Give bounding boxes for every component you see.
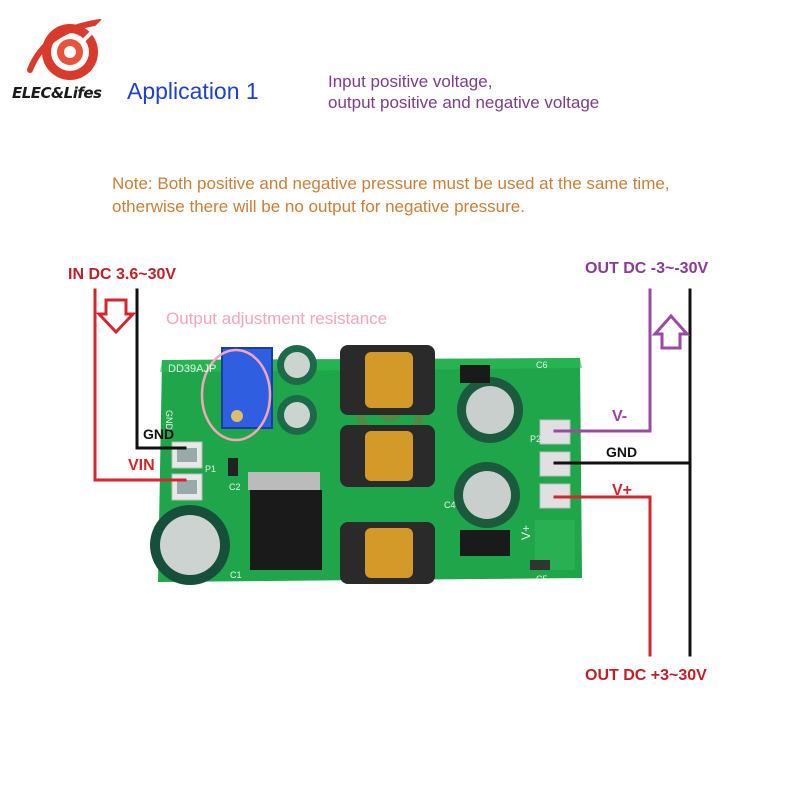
silk-c2: C2 [229, 482, 241, 492]
brand-logo-icon [27, 18, 106, 80]
arrow-down-icon [95, 298, 137, 335]
smd-part [530, 560, 550, 570]
board-model: DD39AJP [168, 363, 216, 375]
smd-part [228, 458, 238, 476]
subtitle-line-2: output positive and negative voltage [328, 93, 600, 112]
gnd-right-label: GND [606, 444, 638, 460]
silk-c1: C1 [230, 570, 242, 580]
vin-label: VIN [128, 457, 155, 474]
gnd-left-label: GND [143, 426, 175, 442]
adjustment-highlight-circle [200, 348, 272, 442]
arrow-up-icon [651, 313, 691, 350]
adjustment-label: Output adjustment resistance [166, 309, 388, 328]
silk-c5: C5 [536, 574, 548, 584]
silk-p1: P1 [205, 464, 216, 474]
large-capacitors [150, 377, 523, 585]
page-title: Application 1 [127, 78, 259, 104]
v-minus-label: V- [612, 408, 628, 425]
wires [93, 288, 692, 657]
logo-text: ELEC&Lifes [12, 84, 102, 102]
regulator-chip [248, 472, 322, 570]
silk-c4: C4 [444, 500, 456, 510]
silk-vplus: V+ [519, 525, 533, 540]
inductors [340, 345, 435, 584]
output-positive-label: OUT DC +3~30V [585, 667, 707, 684]
small-capacitors [277, 345, 317, 435]
diode [460, 530, 510, 556]
note-line-2: otherwise there will be no output for ne… [112, 197, 525, 216]
silk-gnd: GND [164, 410, 174, 431]
v-plus-label: V+ [612, 482, 633, 499]
subtitle-line-1: Input positive voltage, [328, 72, 493, 91]
potentiometer [221, 347, 273, 429]
output-negative-label: OUT DC -3~-30V [585, 260, 709, 277]
input-voltage-label: IN DC 3.6~30V [68, 266, 177, 283]
note-line-1: Note: Both positive and negative pressur… [112, 174, 670, 193]
smd-part [460, 365, 490, 383]
silk-p2: P2 [530, 434, 541, 444]
silk-c6: C6 [536, 360, 548, 370]
